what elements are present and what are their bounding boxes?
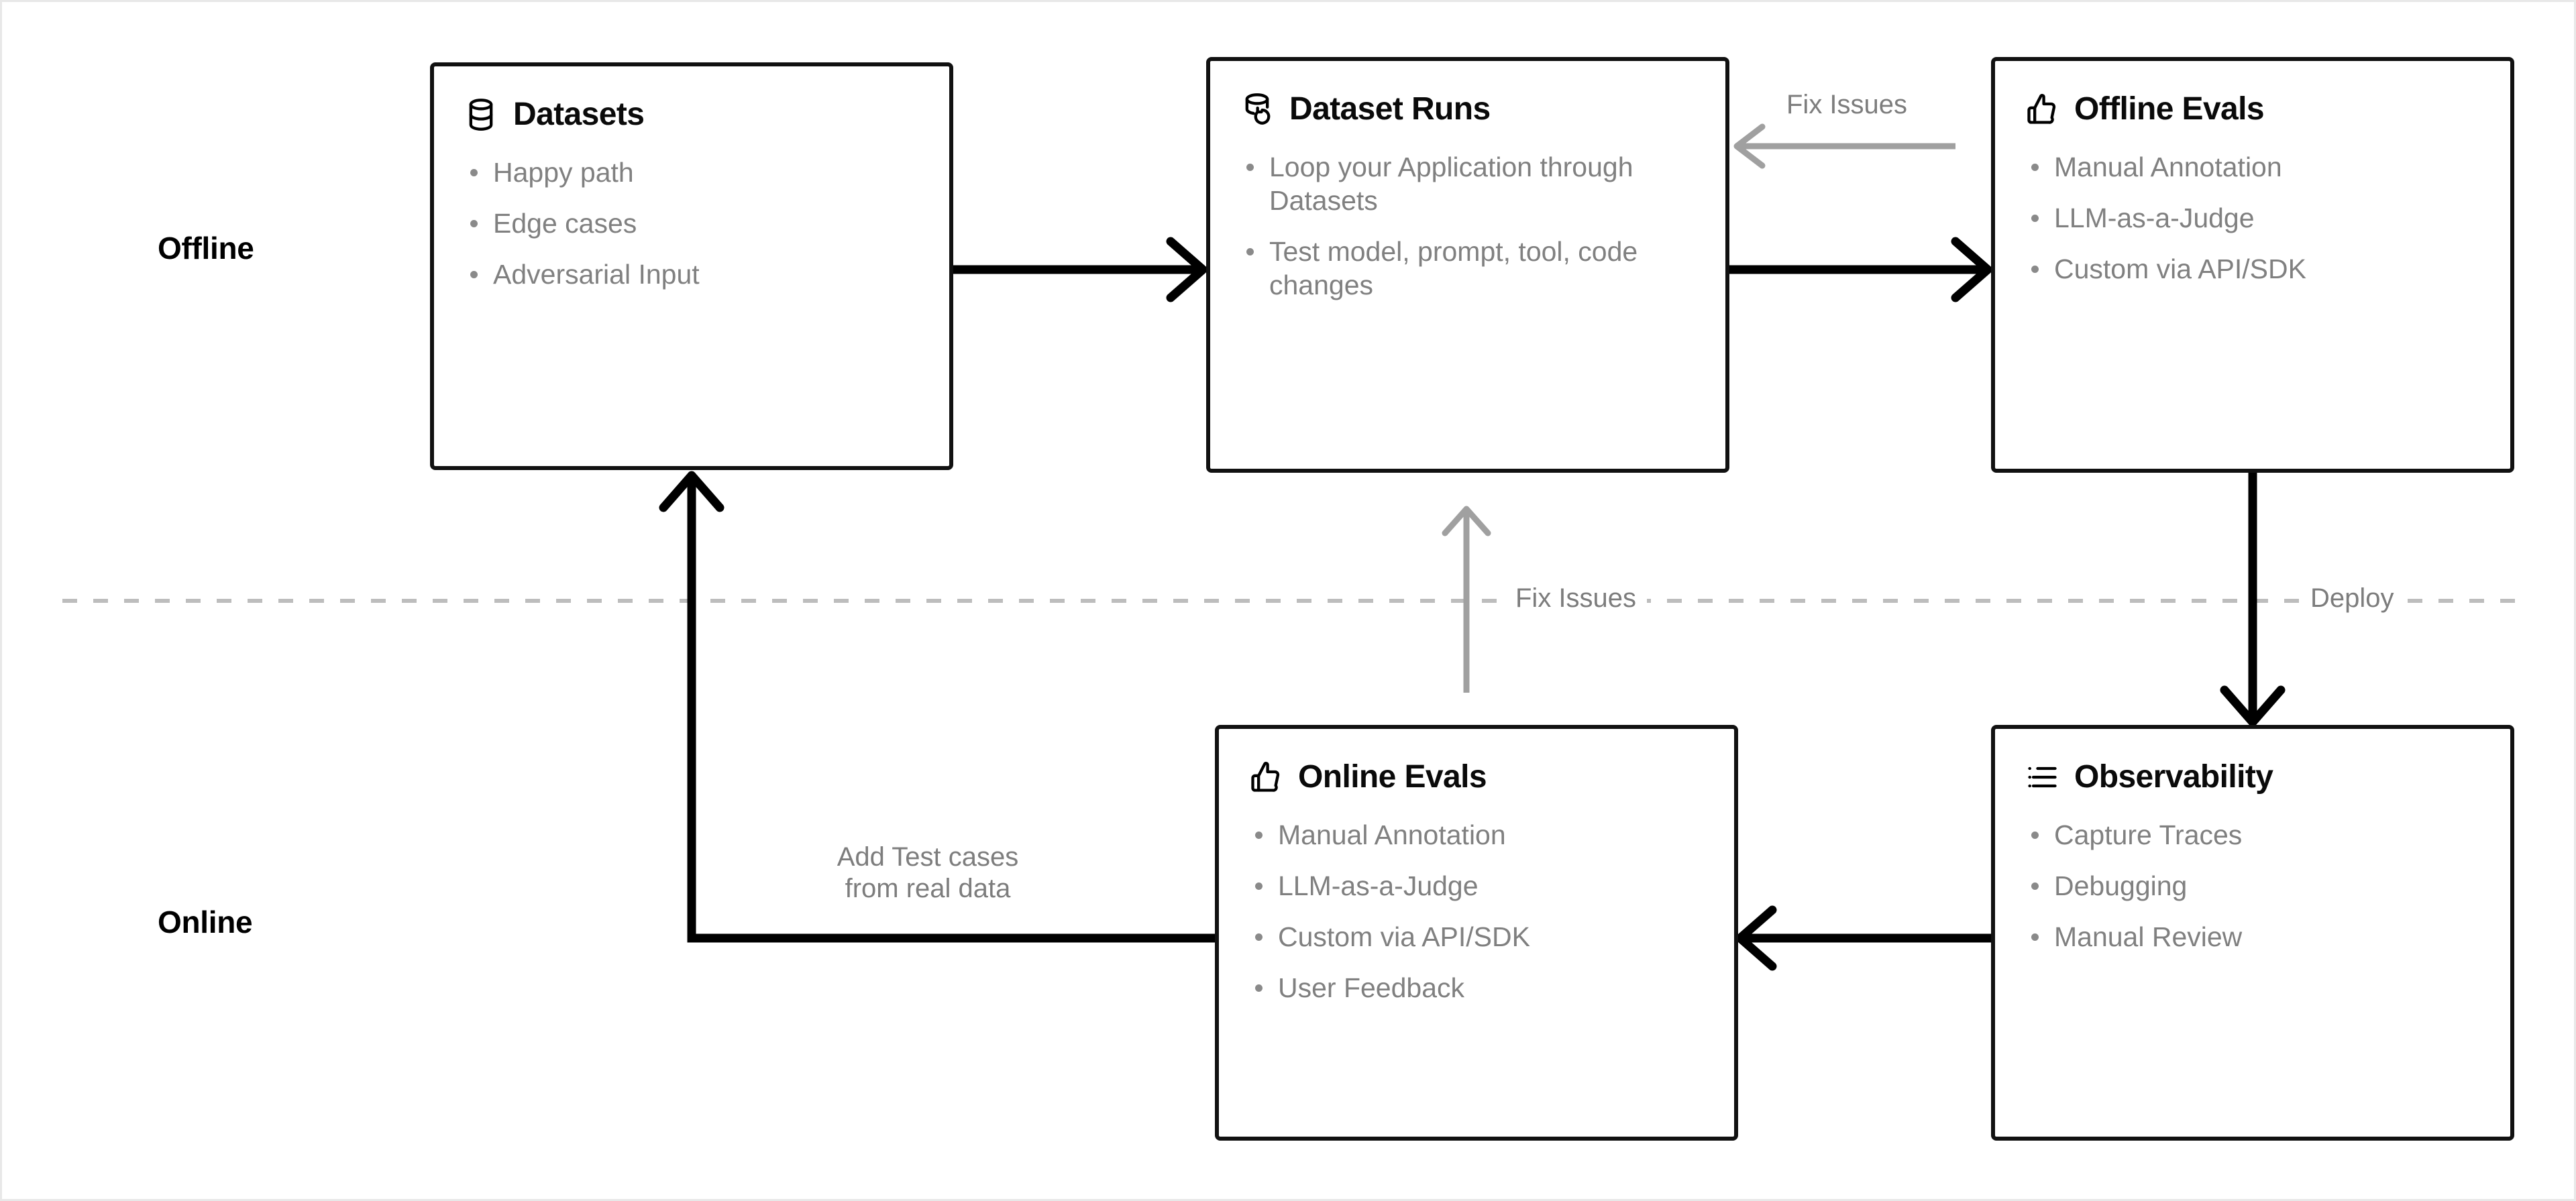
list-item: Manual Annotation [2025,150,2481,184]
database-icon [464,97,498,132]
list-item: Edge cases [464,207,920,240]
edge-offline-evals-to-dataset-runs-fix-issues [1733,123,1955,169]
list-item: Loop your Application through Datasets [1240,150,1696,217]
database-refresh-icon [1240,92,1275,127]
list-item: Manual Annotation [1248,818,1705,852]
node-observability[interactable]: Observability Capture Traces Debugging M… [1991,725,2514,1141]
node-item-list: Manual Annotation LLM-as-a-Judge Custom … [2025,150,2481,286]
list-item: Test model, prompt, tool, code changes [1240,235,1696,302]
node-item-list: Happy path Edge cases Adversarial Input [464,156,920,291]
node-item-list: Manual Annotation LLM-as-a-Judge Custom … [1248,818,1705,1005]
edge-observability-to-online-evals [1735,905,1991,971]
node-header: Datasets [464,96,920,133]
edge-datasets-to-dataset-runs [953,237,1208,302]
node-item-list: Capture Traces Debugging Manual Review [2025,818,2481,954]
node-title: Online Evals [1298,759,1487,795]
list-item: Happy path [464,156,920,189]
list-item: Custom via API/SDK [1248,920,1705,954]
list-item: LLM-as-a-Judge [2025,201,2481,235]
node-offline-evals[interactable]: Offline Evals Manual Annotation LLM-as-a… [1991,57,2514,473]
thumbs-up-icon [2025,92,2059,127]
node-header: Observability [2025,758,2481,795]
node-title: Observability [2074,759,2273,795]
node-title: Dataset Runs [1289,91,1491,127]
list-lines-icon [2025,760,2059,795]
list-item: Capture Traces [2025,818,2481,852]
node-dataset-runs[interactable]: Dataset Runs Loop your Application throu… [1206,57,1729,473]
edge-offline-evals-to-observability-deploy [2220,473,2286,727]
stage-label-offline: Offline [158,231,254,266]
list-item: User Feedback [1248,971,1705,1005]
thumbs-up-icon [1248,760,1283,795]
list-item: LLM-as-a-Judge [1248,869,1705,903]
edge-label-fix-issues-divider: Fix Issues [1505,583,1648,615]
node-header: Dataset Runs [1240,91,1696,127]
edge-label-line-2: from real data [845,874,1011,904]
list-item: Debugging [2025,869,2481,903]
list-item: Adversarial Input [464,258,920,291]
node-header: Online Evals [1248,758,1705,795]
node-title: Datasets [513,97,645,132]
node-datasets[interactable]: Datasets Happy path Edge cases Adversari… [430,62,953,470]
node-online-evals[interactable]: Online Evals Manual Annotation LLM-as-a-… [1215,725,1738,1141]
edge-label-deploy: Deploy [2300,583,2405,615]
list-item: Custom via API/SDK [2025,252,2481,286]
node-header: Offline Evals [2025,91,2481,127]
list-item: Manual Review [2025,920,2481,954]
edge-label-line-1: Add Test cases [837,842,1019,872]
node-title: Offline Evals [2074,91,2265,127]
edge-label-add-test-cases: Add Test cases from real data [810,842,1045,905]
edge-dataset-runs-to-offline-evals [1729,237,1992,302]
edge-online-evals-to-dataset-runs-fix-issues [1442,506,1491,693]
stage-label-online: Online [158,905,253,939]
node-item-list: Loop your Application through Datasets T… [1240,150,1696,302]
edge-label-fix-issues-top: Fix Issues [1786,90,1908,119]
